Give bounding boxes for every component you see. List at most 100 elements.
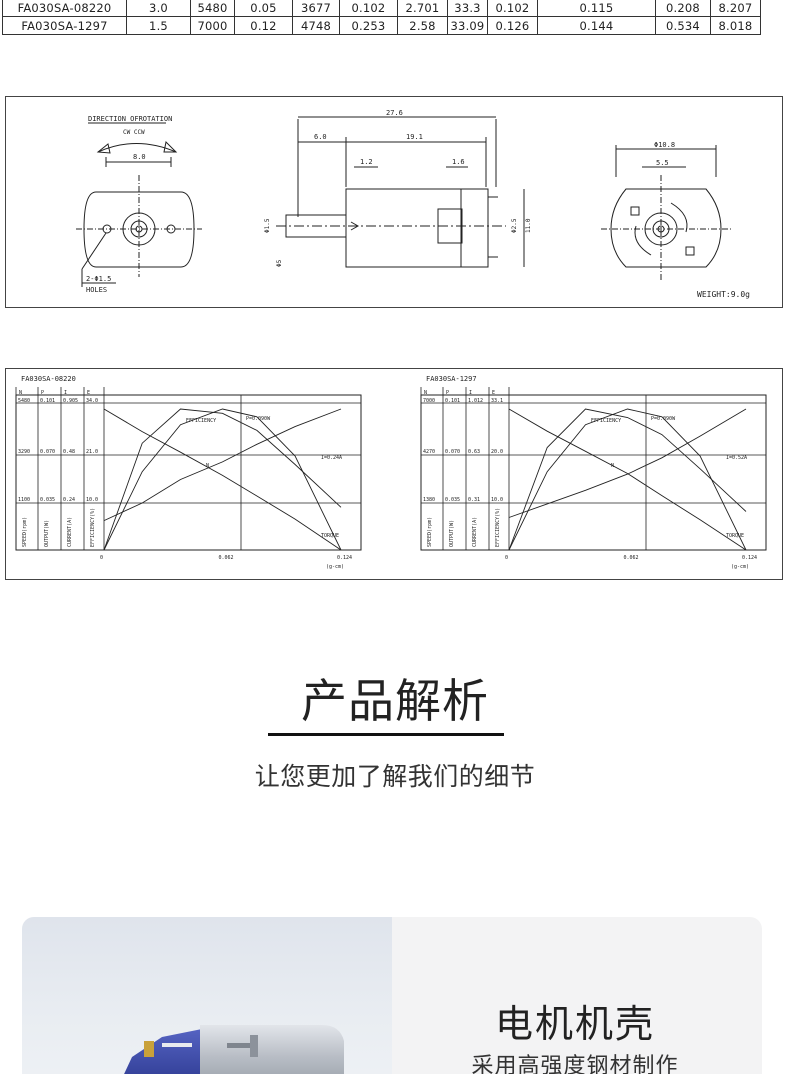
chart-title: FA030SA-1297 [426,375,477,383]
chart-axis-title: CURRENT(A) [67,517,73,547]
chart-curve-label: N [206,463,209,469]
holes-label: HOLES [86,286,107,294]
chart-curve-label: I=0.52A [726,455,747,461]
chart-x-tick: 0.124 [337,555,352,561]
chart-curve-label: EFFICIENCY [591,418,621,424]
dim-height: 11.0 [525,218,532,233]
chart-x-label: (g-cm) [326,564,344,570]
spec-cell: 3677 [292,0,340,17]
spec-cell: 0.102 [339,0,398,17]
spec-cell: 8.018 [710,16,761,35]
chart-axis-title: EFFICIENCY(%) [495,508,501,547]
chart-header-value: N [19,390,22,396]
chart-axis-title: OUTPUT(W) [44,520,50,547]
chart-axis-title: OUTPUT(W) [449,520,455,547]
chart-top-value: 0.905 [63,398,78,404]
chart-series-e [103,408,342,551]
spec-cell: 0.144 [537,16,656,35]
technical-drawing: DIRECTION OFROTATION CW CCW 8.0 2-Φ1.5 H… [5,96,783,308]
chart-series-i [103,408,342,522]
chart-x-tick: 0 [505,555,508,561]
chart-header-value: P [446,390,449,396]
chart-low-value: 10.0 [86,497,98,503]
section-subtitle: 让您更加了解我们的细节 [254,762,536,791]
chart-series-n [508,408,747,551]
chart-series-e [508,408,747,551]
dim-b: 1.6 [452,158,465,166]
dim-total: 27.6 [386,109,403,117]
chart-header-value: I [64,390,67,396]
chart-low-value: 0.31 [468,497,480,503]
spec-cell: 0.12 [234,16,293,35]
cw-ccw-label: CW CCW [123,129,145,136]
end-view: Φ10.8 5.5 WEIGHT:9.0g [601,141,750,299]
chart-top-value: 5480 [18,398,30,404]
spec-cell: 1.5 [126,16,191,35]
chart-curve-label: I=0.24A [321,455,342,461]
chart-header-value: N [424,390,427,396]
chart-top-value: 0.101 [445,398,460,404]
chart-curve-label: TORQUE [726,533,744,539]
motor-housing [200,1025,344,1074]
spec-cell: 3.0 [126,0,191,17]
motor-end-cap [124,1029,202,1074]
motor-terminal [144,1041,154,1057]
chart-top-value: 34.0 [86,398,98,404]
chart-x-label: (g-cm) [731,564,749,570]
chart-series-p [103,408,342,551]
chart-axis-title: SPEED(rpm) [22,517,28,547]
chart-mid-value: 0.48 [63,449,75,455]
chart-curve-label: EFFICIENCY [186,418,216,424]
spec-cell: 5480 [190,0,235,17]
chart-x-tick: 0.062 [624,555,639,561]
chart-x-tick: 0.062 [219,555,234,561]
drawing-svg: DIRECTION OFROTATION CW CCW 8.0 2-Φ1.5 H… [76,109,750,299]
spec-cell: 8.207 [710,0,761,17]
chart-curve-label: TORQUE [321,533,339,539]
chart-series-n [103,408,342,551]
dim-a: 1.2 [360,158,373,166]
housing-slot [227,1043,253,1048]
chart-curve-label: N [611,463,614,469]
chart-mid-value: 0.63 [468,449,480,455]
holes-size: 2-Φ1.5 [86,275,111,283]
chart-mid-value: 4270 [423,449,435,455]
chart-low-value: 0.24 [63,497,75,503]
chart-header-value: E [87,390,90,396]
weight-label: WEIGHT:9.0g [697,290,750,299]
spec-cell: 33.09 [447,16,488,35]
chart-low-value: 1380 [423,497,435,503]
spec-cell: 33.3 [447,0,488,17]
chart-header-value: P [41,390,44,396]
chart-top-value: 33.1 [491,398,503,404]
dim-boss: Φ5 [276,259,283,267]
front-dim-width: 8.0 [133,153,146,161]
dim-dia: Φ2.5 [511,218,518,233]
spec-cell: 2.701 [397,0,448,17]
front-view: DIRECTION OFROTATION CW CCW 8.0 2-Φ1.5 H… [76,115,202,294]
chart-low-value: 10.0 [491,497,503,503]
chart-axis-title: SPEED(rpm) [427,517,433,547]
chart-top-value: 7000 [423,398,435,404]
chart-header-value: E [492,390,495,396]
spec-cell: 0.115 [537,0,656,17]
chart-series-i [508,408,747,518]
spec-cell: 7000 [190,16,235,35]
chart-header-value: I [469,390,472,396]
chart-title: FA030SA-08220 [21,375,76,383]
dim-shaft: 6.0 [314,133,327,141]
chart-top-value: 1.012 [468,398,483,404]
chart-curve-label: P=0.090W [246,416,271,422]
motor-photo [22,917,392,1074]
chart-mid-value: 21.0 [86,449,98,455]
spec-cell: 0.126 [487,16,538,35]
chart-low-value: 0.035 [40,497,55,503]
direction-label: DIRECTION OFROTATION [88,115,172,123]
end-dim-top: Φ10.8 [654,141,675,149]
motor-illustration [124,1025,344,1074]
